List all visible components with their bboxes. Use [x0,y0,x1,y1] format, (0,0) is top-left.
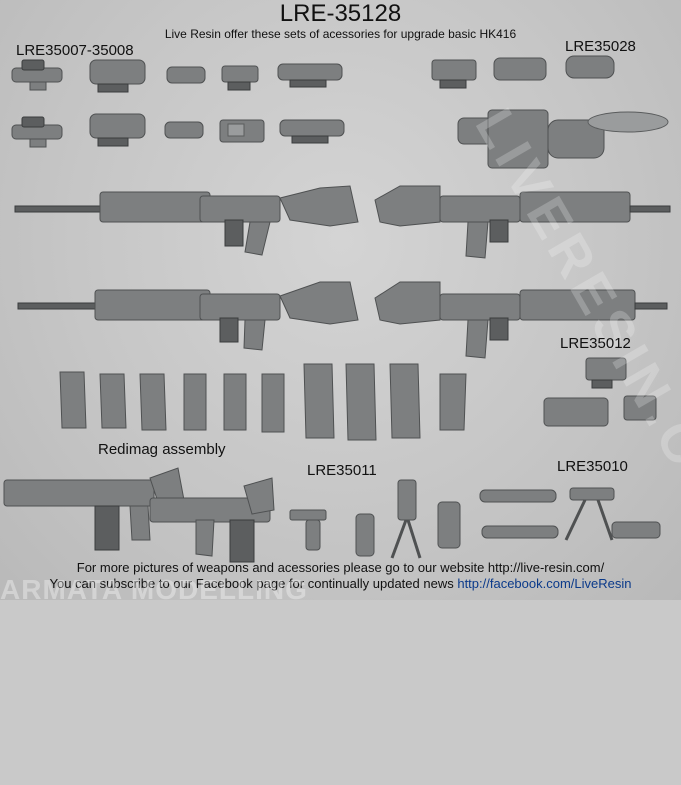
footer-facebook-line: You can subscribe to our Facebook page f… [0,576,681,591]
nv-scope [493,57,547,81]
label-lights-bipod-set: LRE35010 [557,458,628,475]
light-3 [611,521,661,539]
page-title: LRE-35128 [279,0,402,27]
grip-vertical-1 [289,509,327,551]
label-grips-set: LRE35011 [307,462,377,479]
grip-vertical-3 [437,501,461,549]
rifle-lower-right [374,281,668,359]
optic-holographic [219,119,265,143]
nv-mount [431,59,477,89]
optic-magnifier-2 [89,113,146,147]
optic-acog-1 [11,59,63,91]
rifle-upper-right [374,185,671,259]
rifle-lower-left [17,281,359,351]
redimag-rifle-right [149,477,275,563]
optic-acog-2 [11,116,63,148]
rifle-upper-left [14,185,359,256]
laser-device-small [585,357,627,389]
grip-bipod [390,479,422,559]
nv-monocular [565,55,615,79]
magazine-row [59,363,467,441]
light-2 [481,525,559,539]
optic-small-1 [166,66,206,84]
watermark-bottom: ARMATA MODELLING [0,574,308,605]
light-1 [479,489,557,503]
label-optics-set: LRE35007-35008 [16,42,134,59]
optic-reddot-1 [221,65,259,91]
optic-small-2 [164,121,204,139]
nv-thermal-sight [457,109,669,169]
page-subtitle: Live Resin offer these sets of acessorie… [164,27,517,41]
footer-facebook-text: You can subscribe to our Facebook page f… [49,576,454,591]
grip-vertical-2 [355,513,375,557]
label-night-vision-set: LRE35028 [565,38,636,55]
footer-facebook-link[interactable]: http://facebook.com/LiveResin [457,576,632,591]
footer-website-text: For more pictures of weapons and acessor… [76,560,605,575]
label-redimag: Redimag assembly [98,441,226,458]
optic-scope-1 [277,63,343,88]
laser-device-large [543,395,657,427]
optic-magnifier-1 [89,59,146,93]
label-laser-set: LRE35012 [560,335,631,352]
bipod [564,487,615,541]
optic-scope-2 [279,119,345,144]
product-render [3,55,671,563]
